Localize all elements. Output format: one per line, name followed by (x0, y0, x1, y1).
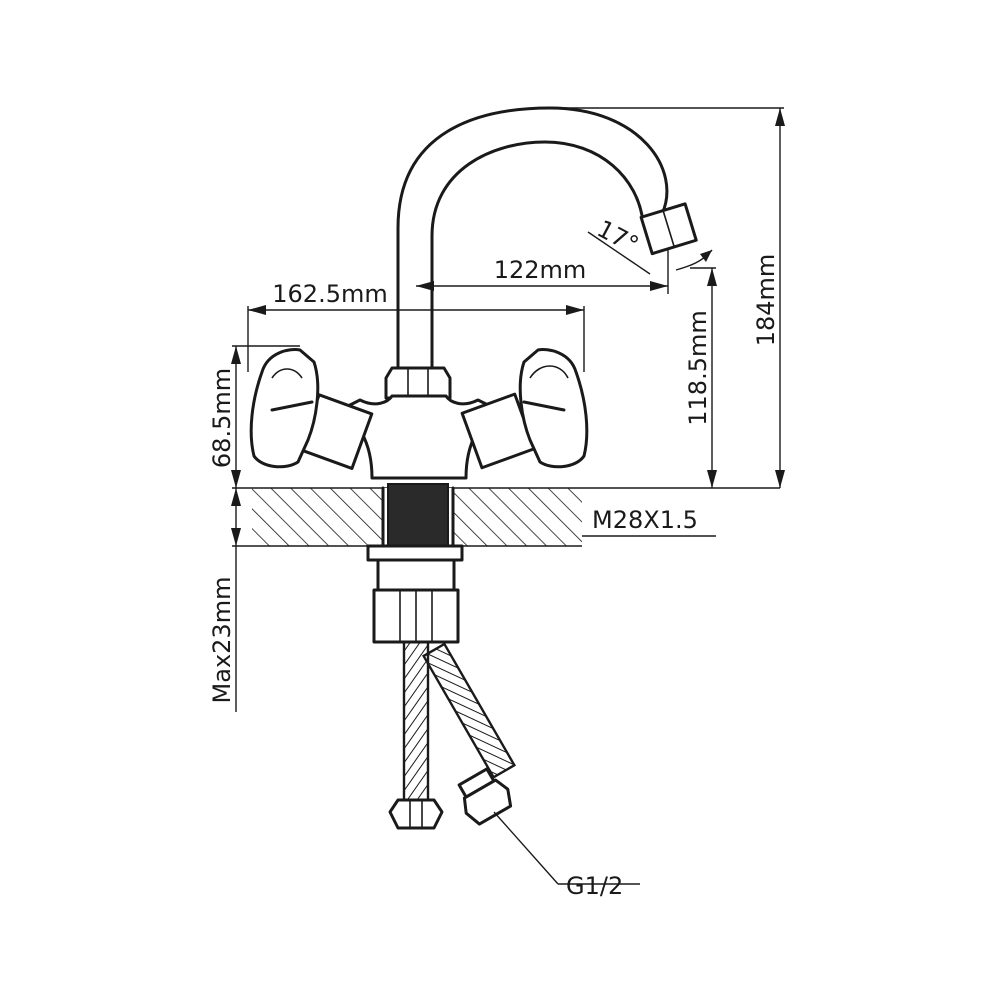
thread-callout-m28: M28X1.5 (582, 506, 716, 537)
mounting-fittings (366, 544, 464, 644)
dimension-handle-span: 162.5mm (247, 280, 585, 372)
thread-label-m28: M28X1.5 (592, 506, 698, 534)
dimension-label-118-5: 118.5mm (684, 310, 712, 425)
dimension-label-max23: Max23mm (208, 577, 236, 704)
dimension-label-162-5: 162.5mm (272, 280, 387, 308)
dimension-counter-thickness: Max23mm (208, 488, 241, 712)
dimension-spout-height: 118.5mm (684, 267, 717, 488)
dimension-height-total: 184mm (552, 107, 785, 488)
dimension-label-184: 184mm (752, 254, 780, 347)
spout (384, 106, 698, 400)
thread-label-g12: G1/2 (566, 872, 623, 900)
left-handle (249, 348, 374, 470)
dimension-spout-reach: 122mm (416, 250, 669, 294)
dimension-label-68-5: 68.5mm (208, 368, 236, 468)
right-handle (460, 348, 589, 470)
hose-connection-callout: G1/2 (493, 811, 640, 900)
dimension-label-122: 122mm (494, 256, 587, 284)
countertop-section (232, 483, 780, 548)
angle-label-17: 17° (592, 215, 643, 260)
flexible-hoses (388, 640, 517, 830)
dimension-handle-height: 68.5mm (208, 345, 300, 488)
